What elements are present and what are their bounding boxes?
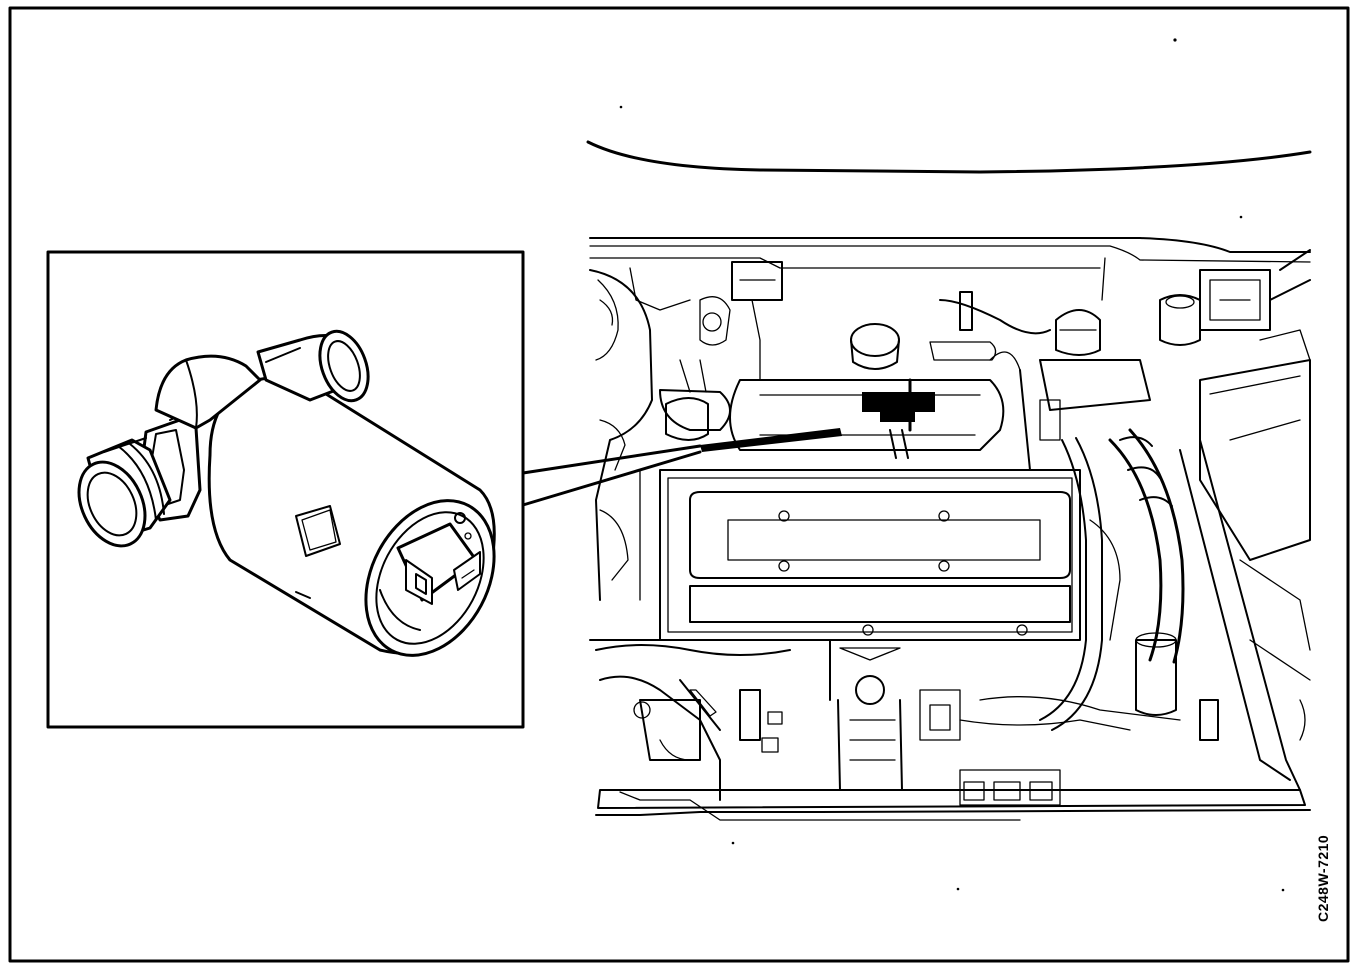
cylinder-head-cover xyxy=(659,469,1081,641)
front-crossmember xyxy=(597,789,1306,809)
engine-bay-drawing xyxy=(586,140,1312,821)
intake-plenum xyxy=(729,379,1005,451)
coolant-reservoir xyxy=(1159,294,1201,346)
idle-air-control-valve xyxy=(77,329,496,657)
idle-valve-location-marker xyxy=(862,392,935,422)
figure-code-label: C248W-7210 xyxy=(1315,835,1331,922)
hood-edge xyxy=(586,140,1312,174)
ignition-component xyxy=(731,261,783,301)
coolant-hose xyxy=(1108,438,1163,662)
oil-filler-cap xyxy=(850,323,900,357)
battery xyxy=(1199,359,1311,561)
callout-pointer xyxy=(521,444,702,507)
left-strut-tower xyxy=(589,269,653,601)
page-frame xyxy=(8,6,1350,963)
print-specks xyxy=(619,38,1285,892)
upper-crossmember xyxy=(589,237,1311,253)
